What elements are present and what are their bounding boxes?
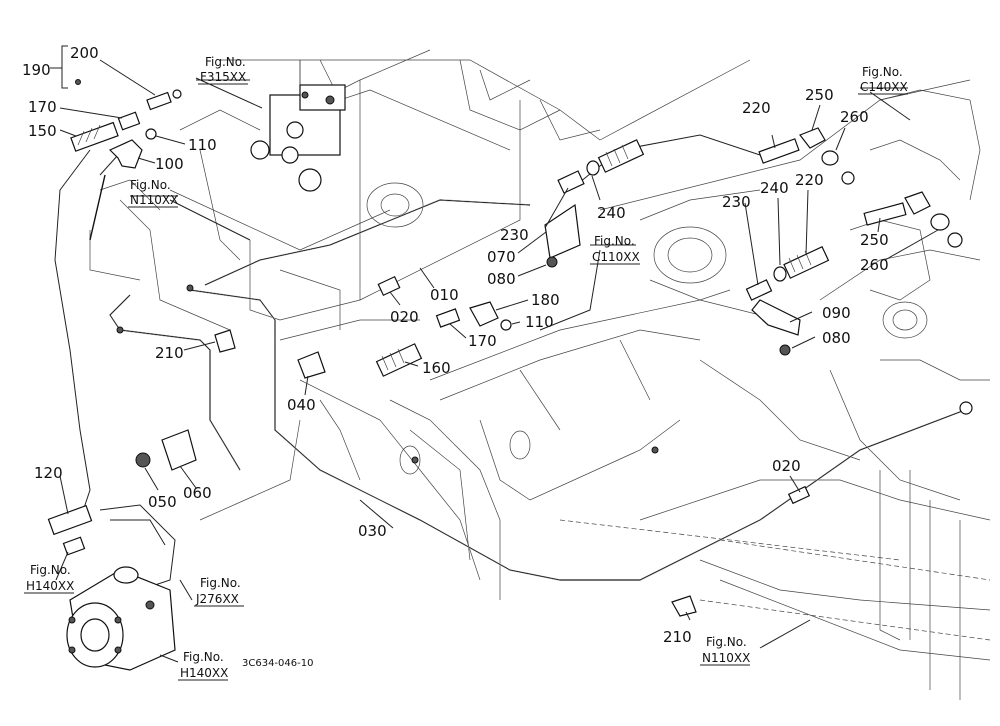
elbow-250-upper — [799, 127, 826, 149]
fitting-220-upper-right — [758, 138, 800, 164]
fig-ref-label: Fig.No. — [594, 234, 635, 248]
callout-240: 240 — [597, 204, 626, 222]
components — [47, 79, 973, 671]
bracket-090 — [751, 299, 801, 336]
callout-210: 210 — [663, 628, 692, 646]
callout-170: 170 — [28, 98, 57, 116]
nut-170-lower — [435, 308, 461, 328]
clamp-210-lower — [671, 595, 697, 617]
fig-ref-label: Fig.No. — [205, 55, 246, 69]
callout-250: 250 — [860, 231, 889, 249]
fig-ref-label: Fig.No. — [200, 576, 241, 590]
elbow-180 — [469, 301, 499, 327]
drawing-code: 3C634-046-10 — [242, 658, 313, 669]
callout-260: 260 — [860, 256, 889, 274]
steering-unit — [66, 566, 176, 671]
fitting-120 — [47, 504, 93, 536]
callout-200: 200 — [70, 44, 99, 62]
callout-160: 160 — [422, 359, 451, 377]
callout-110: 110 — [188, 136, 217, 154]
fig-ref-code: J276XX — [195, 592, 239, 606]
fig-ref-code: F315XX — [200, 70, 246, 84]
callout-120: 120 — [34, 464, 63, 482]
callout-230: 230 — [722, 193, 751, 211]
o-ring-110-lower — [500, 319, 512, 331]
washer-240-right — [773, 266, 787, 282]
callout-070: 070 — [487, 248, 516, 266]
callout-110: 110 — [525, 313, 554, 331]
callout-050: 050 — [148, 493, 177, 511]
o-ring-110 — [145, 128, 157, 140]
fig-ref-code: H140XX — [180, 666, 228, 680]
leader-lines — [50, 45, 939, 663]
fig-ref-code: C140XX — [860, 80, 908, 94]
callout-030: 030 — [358, 522, 387, 540]
callout-020: 020 — [390, 308, 419, 326]
fig-ref-label: Fig.No. — [862, 65, 903, 79]
callout-040: 040 — [287, 396, 316, 414]
washer-260-right — [930, 213, 950, 231]
callout-240: 240 — [760, 179, 789, 197]
callout-250: 250 — [805, 86, 834, 104]
bracket-070 — [544, 203, 581, 259]
fitting-200 — [146, 91, 172, 111]
clamp-040 — [297, 351, 326, 379]
fig-ref-code: N110XX — [702, 651, 750, 665]
clamp-060 — [161, 429, 197, 471]
callout-060: 060 — [183, 484, 212, 502]
callout-180: 180 — [531, 291, 560, 309]
fitting-220-right — [783, 245, 830, 279]
callout-020: 020 — [772, 457, 801, 475]
fitting-160 — [375, 343, 423, 377]
joint-020-lower — [787, 485, 811, 505]
callout-080: 080 — [487, 270, 516, 288]
callout-100: 100 — [155, 155, 184, 173]
washer-260-upper — [821, 150, 839, 166]
callout-210: 210 — [155, 344, 184, 362]
nut-170 — [117, 111, 141, 131]
callout-170: 170 — [468, 332, 497, 350]
hose-fitting — [89, 174, 106, 241]
callout-220: 220 — [795, 171, 824, 189]
fig-ref-code: H140XX — [26, 579, 74, 593]
bullet-dot — [75, 79, 81, 85]
callout-190: 190 — [22, 61, 51, 79]
fig-ref-label: Fig.No. — [30, 563, 71, 577]
fig-ref-label: Fig.No. — [706, 635, 747, 649]
callout-090: 090 — [822, 304, 851, 322]
joint-020-upper — [377, 275, 401, 297]
callout-220: 220 — [742, 99, 771, 117]
hydraulic-lines — [54, 134, 966, 591]
bolt-050 — [135, 452, 151, 468]
fitting-230-upper — [557, 170, 585, 194]
fitting-230-right — [745, 279, 773, 301]
fig-ref-code: N110XX — [130, 193, 178, 207]
callout-labels: 190 200 170 150 110 100 220 250 260 230 … — [22, 44, 889, 646]
bolt-080-lower — [779, 344, 791, 356]
fitting-220-left — [597, 139, 645, 173]
tractor-frame — [89, 49, 991, 700]
callout-010: 010 — [430, 286, 459, 304]
fig-ref-label: Fig.No. — [130, 178, 171, 192]
fig-ref-code: C110XX — [592, 250, 640, 264]
callout-230: 230 — [500, 226, 529, 244]
clamp-210-upper — [214, 329, 236, 353]
fitting-250-right — [863, 202, 907, 226]
fig-ref-label: Fig.No. — [183, 650, 224, 664]
callout-150: 150 — [28, 122, 57, 140]
bolt-080-upper — [546, 256, 558, 268]
callout-260: 260 — [840, 108, 869, 126]
pipe-010 — [204, 199, 531, 286]
figure-references: Fig.No. F315XX Fig.No. N110XX Fig.No. C1… — [24, 55, 908, 681]
callout-080: 080 — [822, 329, 851, 347]
elbow-100 — [108, 139, 143, 169]
fitting-150 — [70, 121, 119, 152]
